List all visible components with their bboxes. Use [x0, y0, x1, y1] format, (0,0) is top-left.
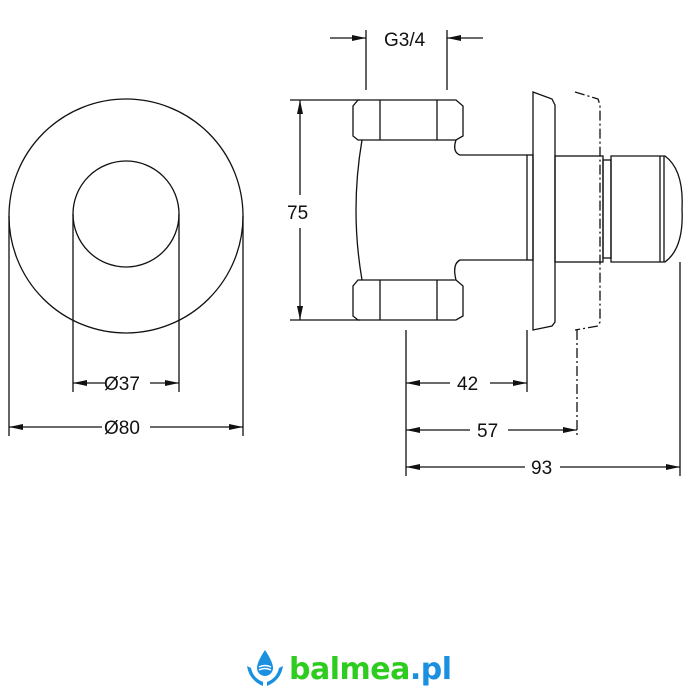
outer-rosette-circle: [8, 98, 244, 334]
front-view: [8, 98, 244, 436]
logo-text: balmea.pl: [289, 652, 452, 687]
logo-name: balmea: [289, 651, 410, 687]
dim-57: 57: [477, 421, 498, 442]
inner-circle: [72, 160, 180, 268]
push-button: [610, 155, 683, 263]
spindle: [554, 155, 604, 263]
dim-height: 75: [287, 203, 308, 224]
dim-42: 42: [457, 374, 478, 395]
dim-93: 93: [531, 458, 552, 479]
top-nut: [352, 99, 464, 141]
dim-thread: G3/4: [384, 30, 426, 51]
dim-inner-diameter: Ø37: [104, 374, 140, 395]
wall-plate: [532, 91, 556, 331]
logo-tld: .pl: [409, 651, 452, 687]
bottom-nut: [352, 279, 464, 321]
water-hands-icon: [247, 650, 283, 686]
body-curve: [355, 139, 363, 281]
balmea-logo: balmea.pl: [245, 648, 452, 690]
dim-outer-diameter: Ø80: [104, 418, 140, 439]
side-view: [290, 30, 683, 476]
